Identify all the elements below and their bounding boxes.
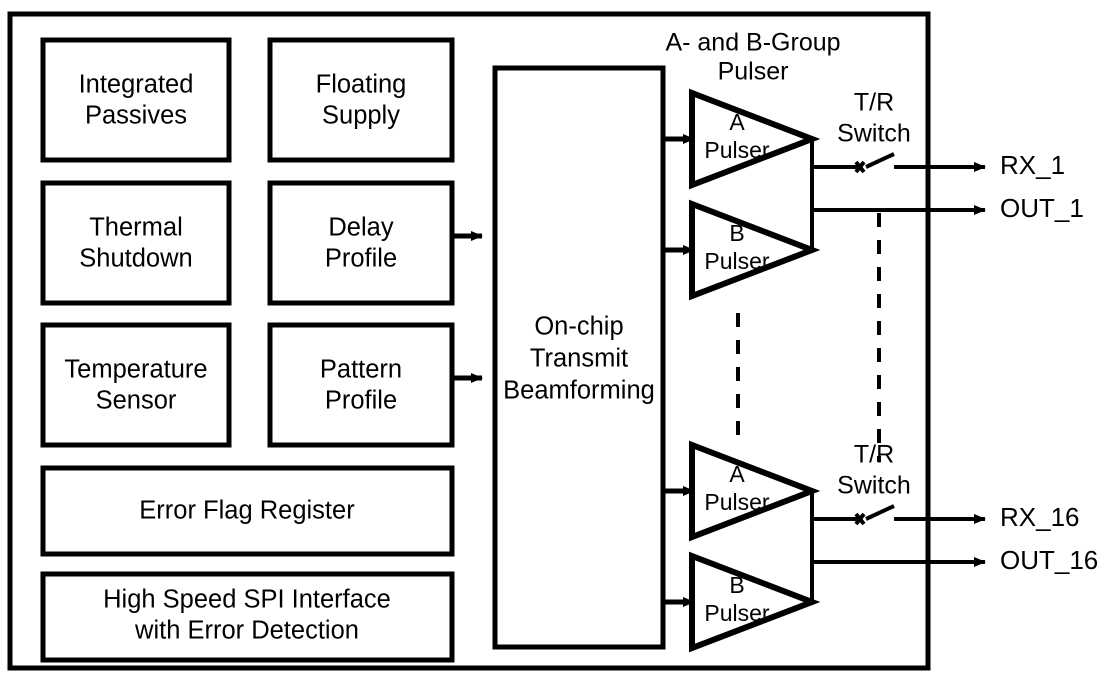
block-label: On-chip xyxy=(534,313,623,341)
pulser-label: Pulser xyxy=(704,248,770,274)
block-label: Delay xyxy=(328,214,393,242)
block-label: Sensor xyxy=(96,387,177,415)
tr-switch-label-line: Switch xyxy=(837,120,911,148)
out-16-label: OUT_16 xyxy=(1000,545,1098,575)
block-integrated-passives: Integrated Passives xyxy=(40,37,232,163)
tr-switch-16 xyxy=(812,504,968,526)
rx-1-label: RX_1 xyxy=(1000,150,1065,180)
pulser-label: Pulser xyxy=(704,489,770,515)
tr-switch-contact-x-icon-16 xyxy=(854,512,866,526)
pulser-label: B xyxy=(729,220,744,246)
chip-boundary xyxy=(7,11,931,671)
tr-switch-blade-16 xyxy=(865,504,895,521)
pulser-group-header: A- and B-Group Pulser xyxy=(665,29,840,86)
block-floating-supply: Floating Supply xyxy=(267,37,455,163)
pulser-label: B xyxy=(729,572,744,598)
out-1-label: OUT_1 xyxy=(1000,193,1084,223)
tr-switch-label-16: T/R Switch xyxy=(837,441,911,500)
block-label: Profile xyxy=(325,245,397,273)
a-pulser-16: A Pulser xyxy=(689,440,821,542)
block-spi-interface: High Speed SPI Interface with Error Dete… xyxy=(40,571,455,663)
channel-16: A Pulser B Pulser T/R Switch RX_16 xyxy=(663,440,1098,653)
block-thermal-shutdown: Thermal Shutdown xyxy=(40,180,232,306)
block-label: Supply xyxy=(322,102,400,130)
tr-switch-label-line: Switch xyxy=(837,472,911,500)
block-label: Profile xyxy=(325,387,397,415)
block-temperature-sensor: Temperature Sensor xyxy=(40,322,232,448)
block-label: Error Flag Register xyxy=(139,497,355,525)
a-pulser-1: A Pulser xyxy=(689,88,821,190)
block-error-flag-register: Error Flag Register xyxy=(40,465,455,557)
b-pulser-16: B Pulser xyxy=(689,551,821,653)
block-label: High Speed SPI Interface xyxy=(103,586,391,614)
block-label: Thermal xyxy=(89,214,183,242)
block-label: Integrated xyxy=(79,71,194,99)
pulser-label: Pulser xyxy=(704,137,770,163)
block-label: Temperature xyxy=(64,356,207,384)
tr-switch-blade-1 xyxy=(865,152,895,169)
pulser-group-header-line: A- and B-Group xyxy=(665,29,840,57)
pulser-label: Pulser xyxy=(704,600,770,626)
pulser-label: A xyxy=(729,109,745,135)
rx-16-label: RX_16 xyxy=(1000,502,1080,532)
tr-switch-label-line: T/R xyxy=(854,89,894,117)
b-pulser-1: B Pulser xyxy=(689,199,821,301)
block-on-chip-transmit-beamforming: On-chip Transmit Beamforming xyxy=(492,65,666,650)
tr-switch-contact-x-icon-1 xyxy=(854,160,866,174)
pulser-label: A xyxy=(729,461,745,487)
pulser-group-header-line: Pulser xyxy=(718,58,789,86)
tr-switch-label-line: T/R xyxy=(854,441,894,469)
block-label: Transmit xyxy=(530,345,628,373)
channel-1: A Pulser B Pulser T/R Switch xyxy=(663,88,1084,301)
block-label: Floating xyxy=(316,71,407,99)
tr-switch-label-1: T/R Switch xyxy=(837,89,911,148)
tr-switch-1 xyxy=(812,152,968,174)
block-delay-profile: Delay Profile xyxy=(267,180,455,306)
block-pattern-profile: Pattern Profile xyxy=(267,322,455,448)
block-label: Shutdown xyxy=(79,245,192,273)
block-label: Pattern xyxy=(320,356,402,384)
block-label: Beamforming xyxy=(503,377,655,405)
block-label: with Error Detection xyxy=(134,617,359,645)
block-label: Passives xyxy=(85,102,187,130)
